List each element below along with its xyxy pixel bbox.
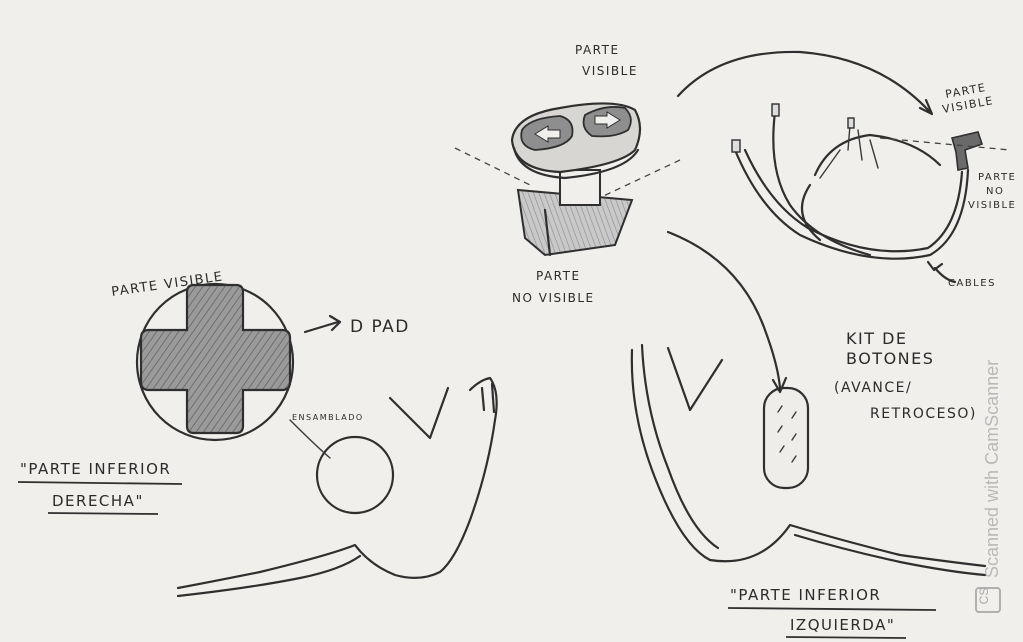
label-ensamblado: ENSAMBLADO [292,413,364,422]
label-dpad: D PAD [350,317,410,337]
label-parte-no-visible-boton-2: NO VISIBLE [512,291,595,305]
watermark-badge: CS [977,588,991,605]
label-kit-3: (AVANCE/ [834,380,912,396]
label-kit-4: RETROCESO) [870,406,977,422]
assembly-circle [317,437,393,513]
label-cables: CABLES [948,278,996,289]
label-parte-no-visible-cable-1: PARTE [978,172,1016,183]
label-parte-no-visible-boton-1: PARTE [536,269,581,283]
label-parte-no-visible-cable-3: VISIBLE [968,200,1016,211]
label-parte-visible-boton-1: PARTE [575,43,620,57]
grip-left-drawing [632,232,985,575]
label-kit-2: BOTONES [846,349,934,368]
label-parte-inferior-izquierda-2: IZQUIERDA" [790,616,895,634]
button-module-drawing [455,103,680,255]
label-parte-inferior-izquierda-1: "PARTE INFERIOR [730,586,881,604]
button-kit-slot [764,388,808,488]
label-parte-inferior-derecha-2: DERECHA" [52,492,144,510]
label-parte-visible-boton-2: VISIBLE [582,64,638,78]
dpad-cross [141,285,290,433]
label-kit-1: KIT DE [846,329,908,348]
connector-icon [952,132,982,170]
label-parte-no-visible-cable-2: NO [986,186,1004,197]
label-parte-inferior-derecha-1: "PARTE INFERIOR [20,460,171,478]
watermark-text: Scanned with CamScanner [982,360,1002,578]
